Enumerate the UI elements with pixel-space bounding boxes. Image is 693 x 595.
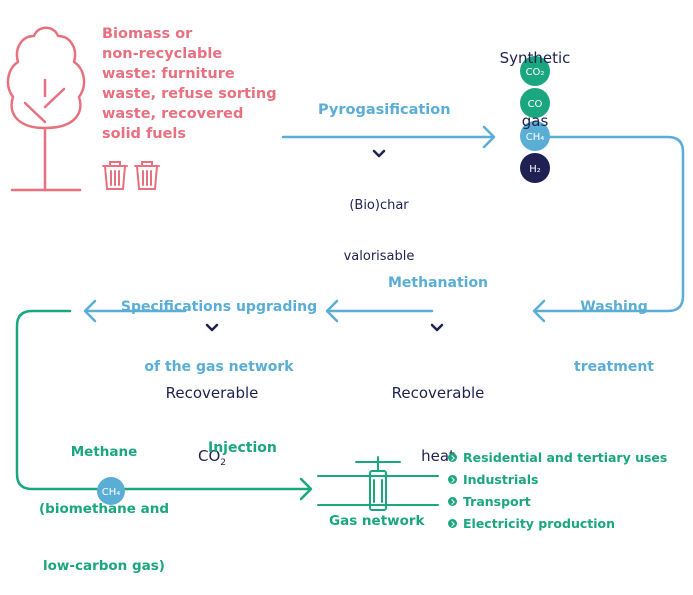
process-diagram: CO₂ CO CH₄ H₂ CH₄ [6, 26, 685, 511]
pyrogasification-arrow [281, 125, 496, 149]
ch4-molecule-icon: CH₄ [520, 121, 550, 151]
svg-text:H₂: H₂ [529, 164, 541, 175]
co-molecule-icon: CO [520, 88, 550, 118]
specs-line: of the gas network [144, 359, 294, 375]
gas-valve-icon [317, 456, 439, 511]
chevron-down-icon [430, 323, 444, 332]
recoverable-heat-line: heat [421, 447, 455, 465]
use-label: Transport [463, 494, 531, 509]
biomass-line: waste, recovered [102, 106, 244, 122]
chevron-down-icon [372, 149, 386, 158]
biomass-line: Biomass or [102, 26, 193, 42]
h2-molecule-icon: H₂ [520, 153, 550, 183]
washing-treatment-label: Washing treatment [566, 257, 662, 397]
biochar-label: (Bio)char valorisable [326, 163, 432, 282]
use-list-item: Electricity production [448, 516, 615, 531]
methane-line: low-carbon gas) [43, 558, 165, 574]
synthetic-gas-label: Synthetic gas [487, 6, 583, 153]
biomass-line: waste, refuse sorting [102, 86, 277, 102]
svg-text:CH₄: CH₄ [526, 132, 545, 143]
svg-text:CO₂: CO₂ [526, 67, 545, 78]
check-circle-icon [448, 475, 457, 484]
use-label: Residential and tertiary uses [463, 450, 668, 465]
washing-line: treatment [574, 359, 654, 375]
tree-icon [6, 26, 86, 192]
recoverable-heat-label: Recoverable heat [376, 341, 500, 488]
synthetic-gas-line: gas [521, 112, 549, 130]
co2-subscript: 2 [220, 458, 226, 468]
pyrogasification-label: Pyrogasification [318, 102, 451, 118]
check-circle-icon [448, 519, 457, 528]
methane-injection-arrow [15, 309, 313, 501]
svg-text:CH₄: CH₄ [102, 487, 121, 498]
recoverable-co2-line: CO2 [150, 446, 274, 474]
injection-label: Injection [208, 440, 277, 456]
washing-line: Washing [580, 299, 648, 315]
use-list-item: Industrials [448, 472, 538, 487]
methane-label: Methane (biomethane and low-carbon gas) [26, 405, 182, 595]
check-circle-icon [448, 453, 457, 462]
svg-text:CO: CO [528, 99, 543, 110]
trash-bin-icon [134, 161, 160, 190]
check-circle-icon [448, 497, 457, 506]
biomass-line: waste: furniture [102, 66, 235, 82]
methane-line: (biomethane and [39, 501, 169, 517]
co2-text: CO [197, 447, 221, 465]
biochar-line: (Bio)char [349, 198, 409, 213]
methane-line: Methane [70, 444, 138, 460]
methane-ch4-badge: CH₄ [97, 477, 125, 505]
use-label: Industrials [463, 472, 539, 487]
use-list-item: Transport [448, 494, 531, 509]
specs-line: Specifications upgrading [120, 299, 318, 315]
recoverable-heat-line: Recoverable [391, 384, 485, 402]
co2-molecule-icon: CO₂ [520, 56, 550, 86]
washing-methanation-arrow [83, 135, 685, 323]
biomass-line: non-recyclable [102, 46, 223, 62]
biochar-line: valorisable [343, 249, 415, 264]
gas-network-label: Gas network [329, 513, 425, 529]
specifications-upgrading-label: Specifications upgrading of the gas netw… [104, 257, 334, 397]
synthetic-gas-line: Synthetic [499, 49, 571, 67]
trash-bin-icon [102, 161, 128, 190]
recoverable-co2-label: Recoverable CO2 [150, 341, 274, 495]
recoverable-co2-line: Recoverable [165, 384, 259, 402]
chevron-down-icon [205, 323, 219, 332]
use-list-item: Residential and tertiary uses [448, 450, 667, 465]
biomass-line: solid fuels [102, 126, 187, 142]
methanation-label: Methanation [388, 275, 489, 291]
biomass-description: Biomass or non-recyclable waste: furniture… [102, 24, 277, 144]
use-label: Electricity production [463, 516, 616, 531]
